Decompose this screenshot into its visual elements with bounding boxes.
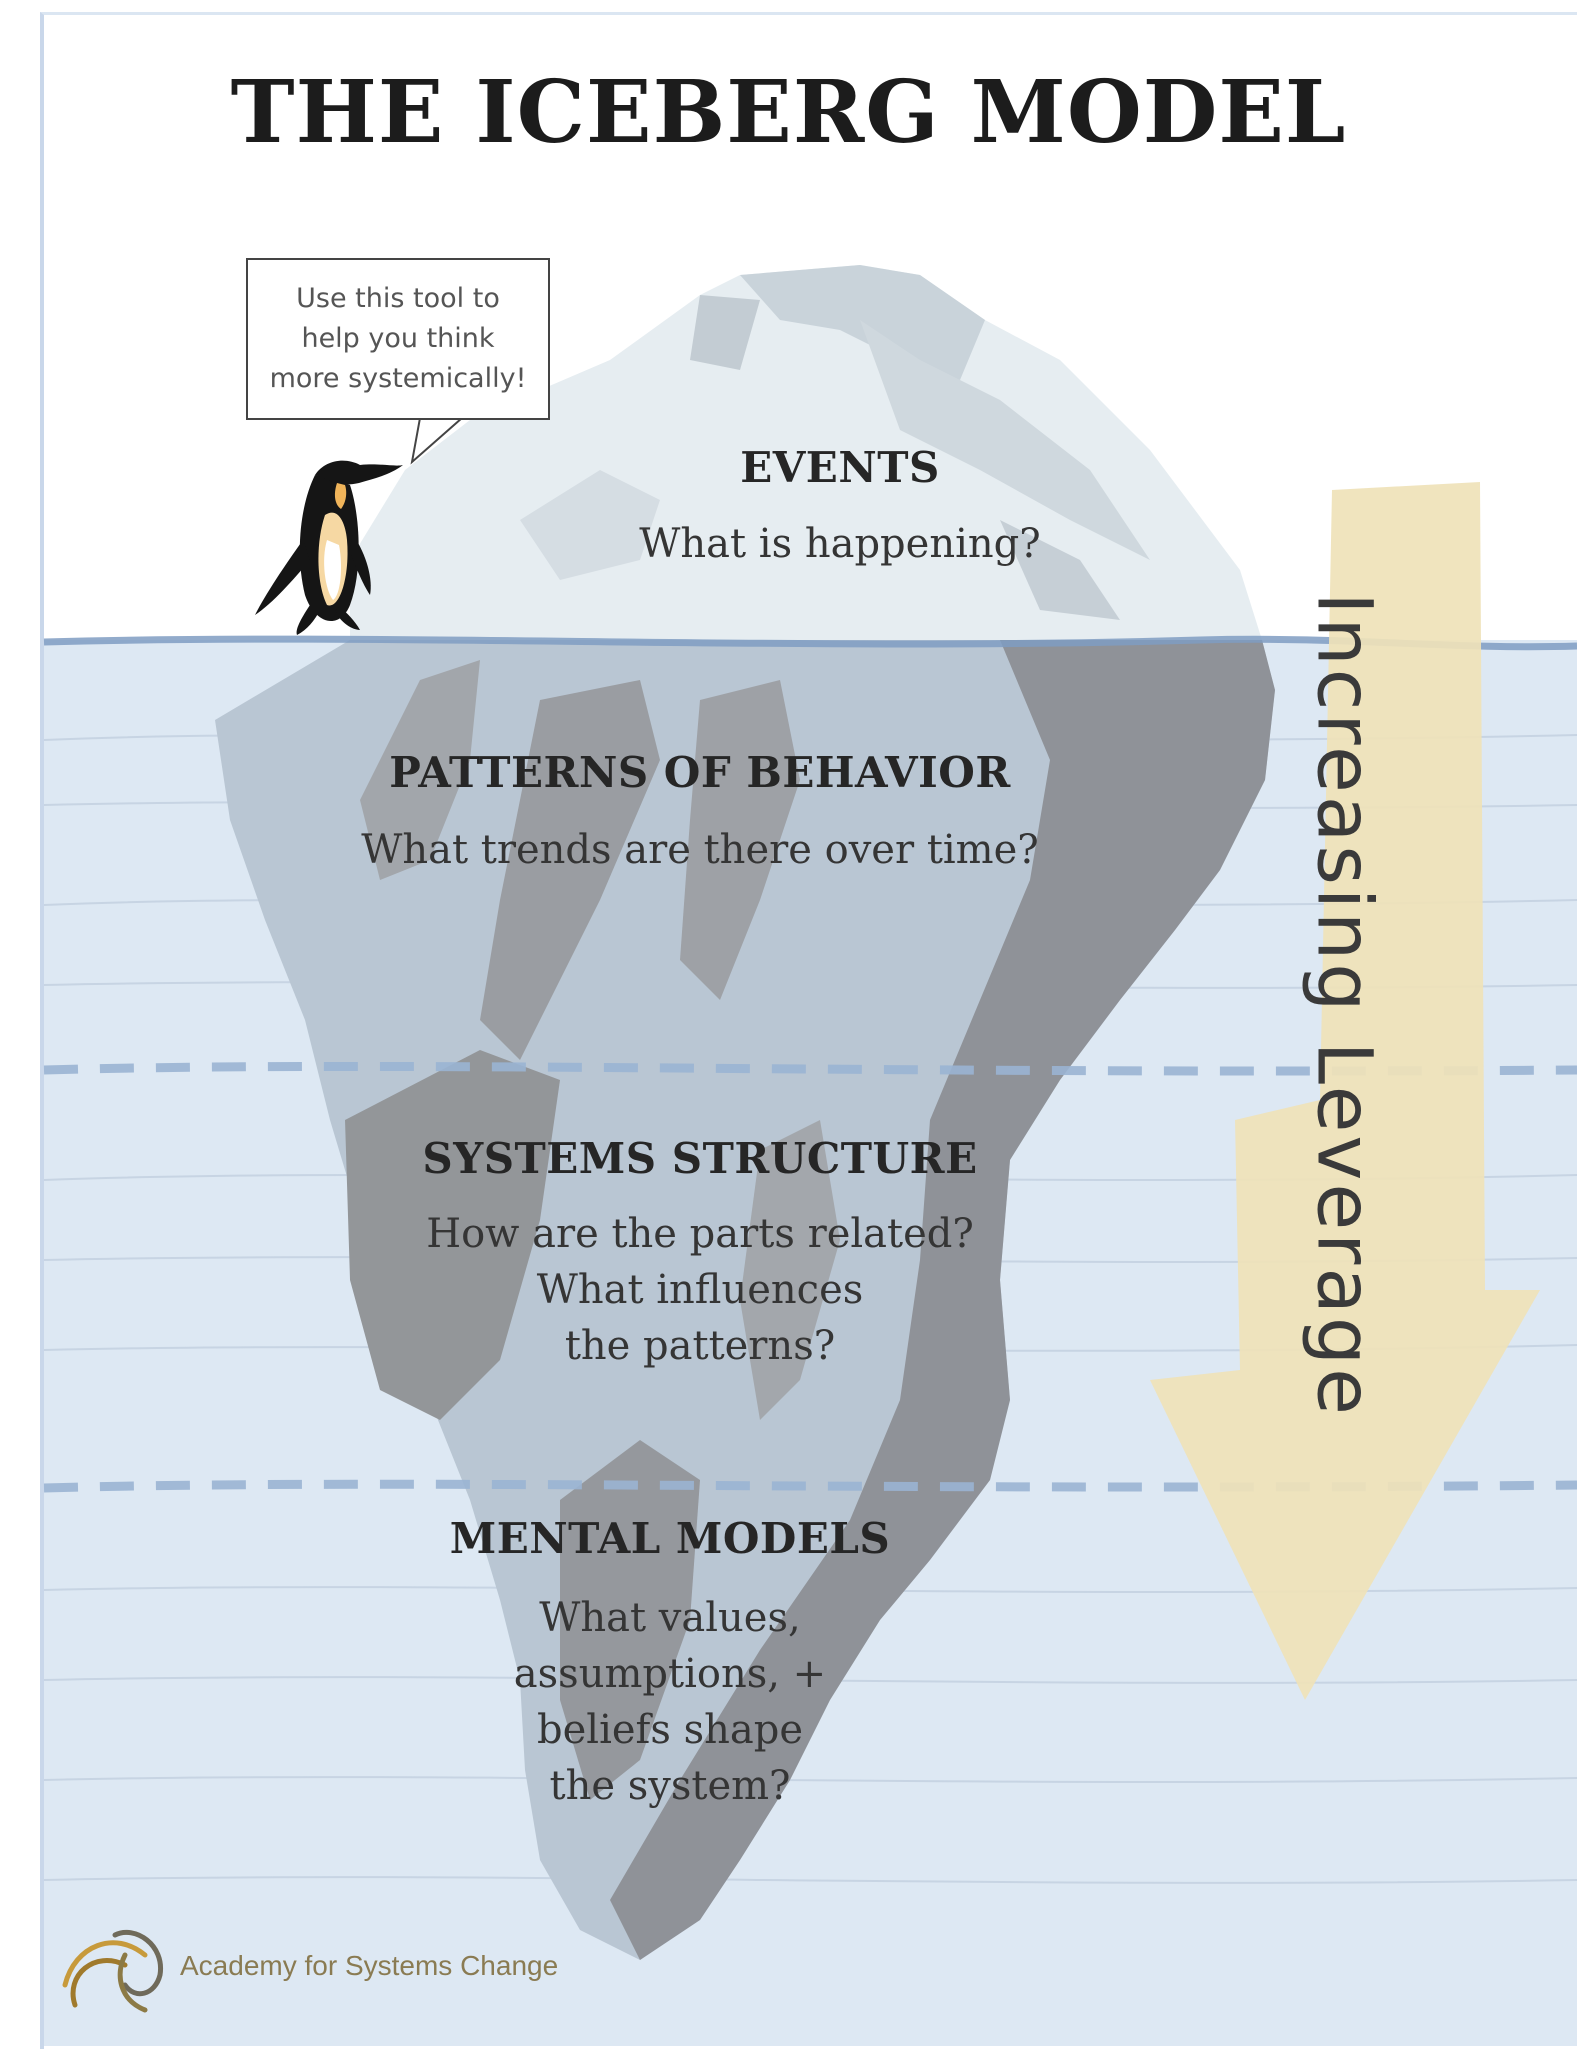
divider-structure (43, 1061, 1577, 1076)
speech-bubble: Use this tool to help you think more sys… (246, 258, 550, 420)
penguin-icon (255, 460, 403, 635)
poster (40, 12, 1577, 2049)
logo-icon (62, 1929, 163, 2013)
level-heading-mental: MENTAL MODELS (449, 1514, 891, 1563)
organization-name: Academy for Systems Change (180, 1950, 559, 1981)
speech-bubble-text: Use this tool to help you think more sys… (269, 283, 527, 394)
level-heading-events: EVENTS (740, 443, 940, 492)
level-heading-patterns: PATTERNS OF BEHAVIOR (389, 748, 1011, 797)
level-question-mental: What values, assumptions, + beliefs shap… (513, 1595, 827, 1809)
footer-logo: Academy for Systems Change (50, 1910, 650, 2010)
level-heading-structure: SYSTEMS STRUCTURE (422, 1134, 978, 1183)
level-question-patterns: What trends are there over time? (361, 827, 1039, 873)
leverage-arrow (1150, 482, 1540, 1700)
page-title: THE ICEBERG MODEL (230, 62, 1347, 163)
leverage-label-container: Increasing Leverage (1195, 585, 1495, 1425)
level-question-events: What is happening? (639, 521, 1041, 567)
iceberg-top (350, 265, 1262, 640)
speech-bubble-tail (410, 417, 463, 465)
leverage-label: Increasing Leverage (1300, 592, 1390, 1418)
level-question-structure: How are the parts related? What influenc… (426, 1211, 974, 1369)
iceberg-bottom (215, 640, 1275, 1960)
